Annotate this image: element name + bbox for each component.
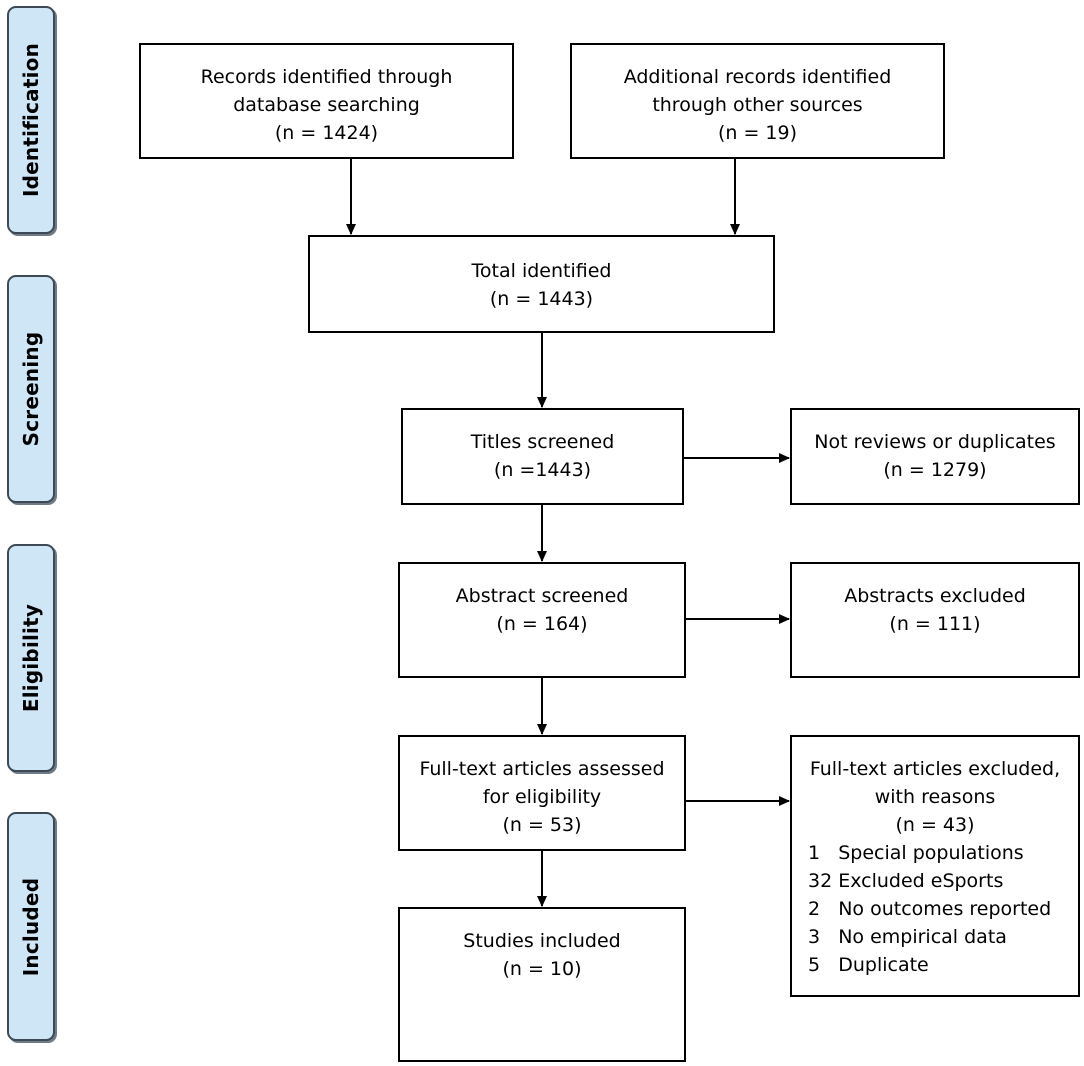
database-records-line2: database searching xyxy=(233,94,420,116)
database-records-count: (n = 1424) xyxy=(274,122,379,144)
exclusion-reason: 3 No empirical data xyxy=(808,926,1007,948)
abstracts-excluded-box: Abstracts excluded (n = 111) xyxy=(790,562,1080,678)
abstract-screened-label: Abstract screened xyxy=(455,585,629,607)
fulltext-assessed-line1: Full-text articles assessed xyxy=(419,758,665,780)
titles-screened-count: (n =1443) xyxy=(493,459,592,481)
fulltext-assessed-box: Full-text articles assessed for eligibil… xyxy=(398,735,686,851)
fulltext-excluded-count: (n = 43) xyxy=(895,814,975,836)
exclusion-reason: 2 No outcomes reported xyxy=(808,898,1052,920)
abstract-screened-count: (n = 164) xyxy=(496,613,588,635)
abstract-screened-box: Abstract screened (n = 164) xyxy=(398,562,686,678)
exclusion-reason: 1 Special populations xyxy=(808,842,1024,864)
abstracts-excluded-count: (n = 111) xyxy=(889,613,981,635)
titles-screened-label: Titles screened xyxy=(470,431,615,453)
total-identified-count: (n = 1443) xyxy=(489,288,594,310)
database-records-box: Records identified through database sear… xyxy=(139,43,514,159)
exclusion-reason: 5 Duplicate xyxy=(808,954,929,976)
not-reviews-label: Not reviews or duplicates xyxy=(814,431,1056,453)
fulltext-assessed-count: (n = 53) xyxy=(502,814,582,836)
fulltext-assessed-line2: for eligibility xyxy=(482,786,602,808)
studies-included-count: (n = 10) xyxy=(502,958,582,980)
stage-identification: Identification xyxy=(7,6,55,234)
fulltext-excluded-line2: with reasons xyxy=(874,786,996,808)
stage-included: Included xyxy=(7,812,55,1041)
total-identified-label: Total identified xyxy=(471,260,612,282)
total-identified-box: Total identified (n = 1443) xyxy=(308,235,775,333)
fulltext-excluded-line1: Full-text articles excluded, xyxy=(809,758,1061,780)
exclusion-reasons-list: 1 Special populations 32 Excluded eSport… xyxy=(792,839,1078,979)
other-sources-line1: Additional records identified xyxy=(623,66,892,88)
fulltext-excluded-box: Full-text articles excluded, with reason… xyxy=(790,735,1080,997)
other-sources-count: (n = 19) xyxy=(717,122,798,144)
database-records-line1: Records identified through xyxy=(200,66,453,88)
not-reviews-box: Not reviews or duplicates (n = 1279) xyxy=(790,408,1080,505)
titles-screened-box: Titles screened (n =1443) xyxy=(401,408,684,505)
abstracts-excluded-label: Abstracts excluded xyxy=(844,585,1026,607)
studies-included-label: Studies included xyxy=(463,930,621,952)
stage-screening: Screening xyxy=(7,275,55,503)
other-sources-box: Additional records identified through ot… xyxy=(570,43,945,159)
studies-included-box: Studies included (n = 10) xyxy=(398,907,686,1062)
stage-eligibility: Eligibility xyxy=(7,544,55,772)
exclusion-reason: 32 Excluded eSports xyxy=(808,870,1004,892)
not-reviews-count: (n = 1279) xyxy=(883,459,987,481)
other-sources-line2: through other sources xyxy=(652,94,863,116)
